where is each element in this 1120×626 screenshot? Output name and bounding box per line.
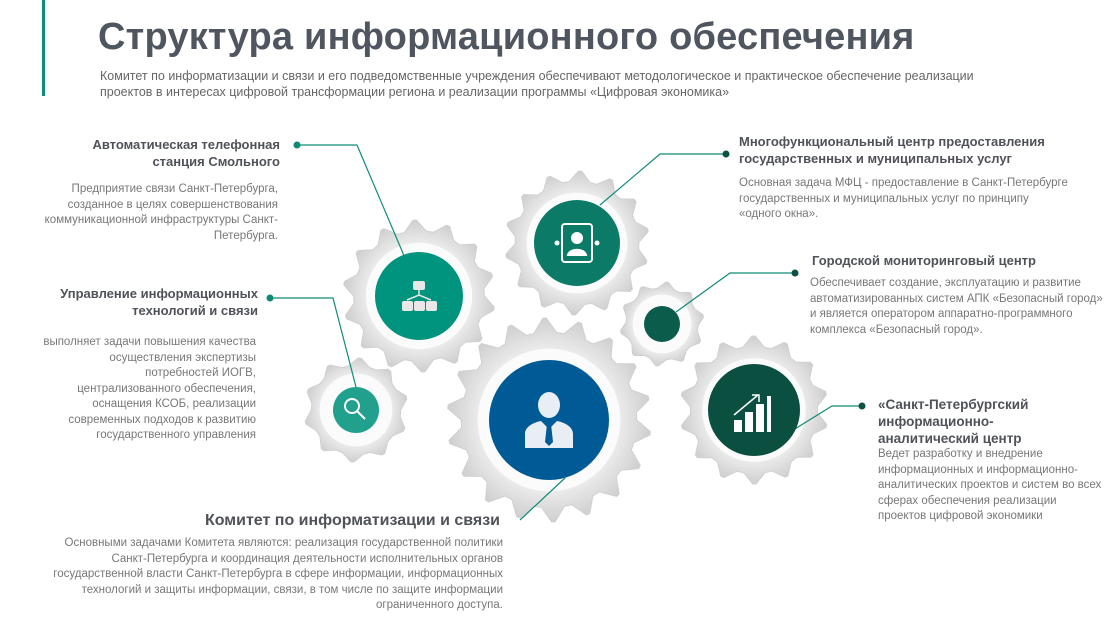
gmc-text: Обеспечивает создание, эксплуатацию и ра… bbox=[810, 277, 1103, 336]
uits-text: выполняет задачи повышения качества осущ… bbox=[43, 336, 256, 441]
spbiac-title: «Санкт-Петербургский информационно-анали… bbox=[878, 397, 1029, 446]
growth-chart-icon bbox=[733, 394, 771, 432]
gmc-circle bbox=[644, 306, 680, 342]
id-card-icon bbox=[554, 223, 600, 263]
spbiac-circle bbox=[708, 364, 800, 456]
committee-circle bbox=[489, 360, 609, 480]
connector-dot bbox=[293, 141, 301, 149]
connector-lines bbox=[270, 144, 862, 521]
ats-text: Предприятие связи Санкт-Петербурга, созд… bbox=[44, 183, 278, 242]
org-chart-icon bbox=[402, 281, 437, 311]
uits-title: Управление информационных технологий и с… bbox=[60, 286, 258, 318]
mfc-title: Многофункциональный центр предоставления… bbox=[739, 134, 1045, 166]
ats-title: Автоматическая телефонная станция Смольн… bbox=[92, 137, 280, 169]
connector-gmc bbox=[675, 272, 795, 313]
gmc-title: Городской мониторинговый центр bbox=[812, 253, 1036, 268]
committee-title: Комитет по информатизации и связи bbox=[204, 512, 500, 529]
connector-spbiac bbox=[789, 405, 862, 433]
connector-dot bbox=[722, 150, 730, 158]
page-subtitle: Комитет по информатизации и связи и его … bbox=[100, 69, 974, 99]
connector-ats bbox=[297, 144, 406, 259]
uits-circle bbox=[333, 387, 379, 433]
connector-committee bbox=[519, 477, 566, 521]
accent-bar bbox=[42, 0, 45, 96]
connector-uits bbox=[270, 297, 357, 388]
connector-dot bbox=[266, 294, 274, 302]
page-title: Структура информационного обеспечения bbox=[98, 16, 915, 58]
connector-mfc bbox=[599, 153, 726, 206]
mfc-text: Основная задача МФЦ - предоставление в С… bbox=[739, 177, 1068, 220]
spbiac-text: Ведет разработку и внедрение информацион… bbox=[878, 448, 1102, 522]
connector-dot bbox=[858, 402, 866, 410]
magnifier-icon bbox=[344, 398, 366, 420]
person-icon bbox=[525, 392, 573, 448]
connector-dot bbox=[791, 269, 799, 277]
committee-text: Основными задачами Комитета являются: ре… bbox=[53, 537, 503, 611]
